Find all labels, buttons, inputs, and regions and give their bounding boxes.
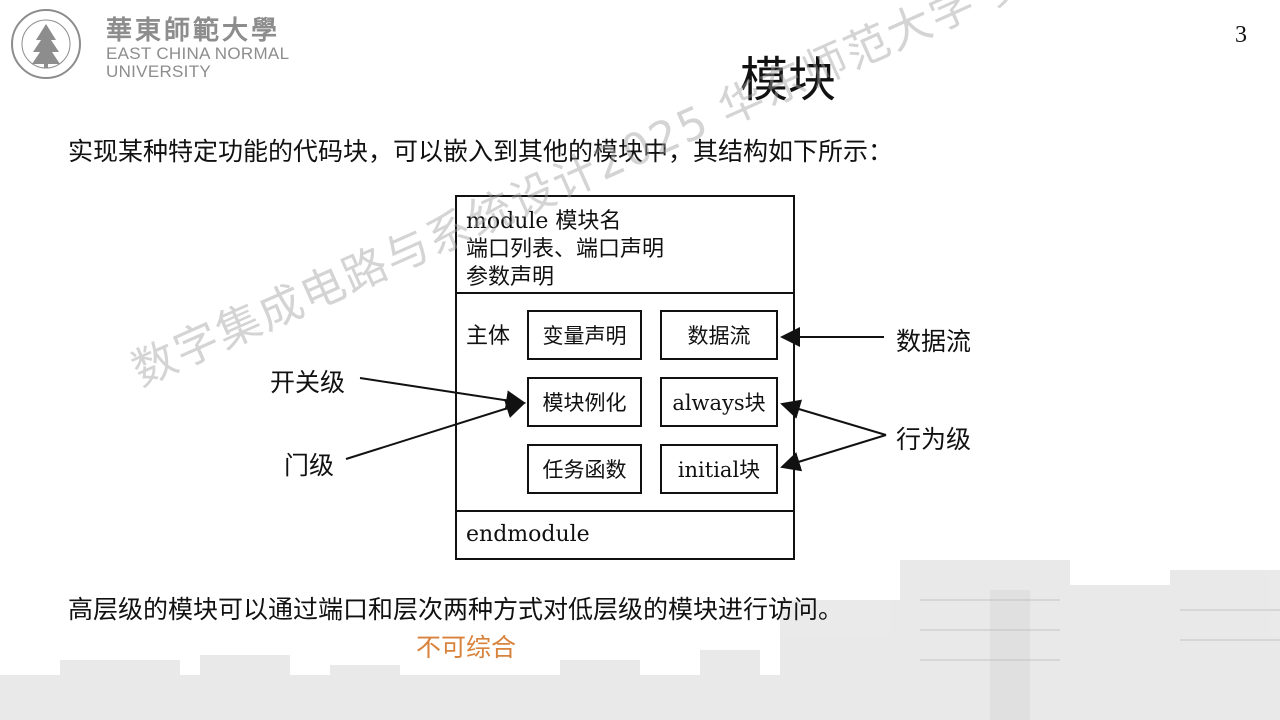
logo-english-line2: UNIVERSITY (106, 62, 212, 81)
summary-text: 高层级的模块可以通过端口和层次两种方式对低层级的模块进行访问。 (68, 595, 844, 624)
slide-title: 模块 (739, 52, 836, 108)
cell-task-function: 任务函数 (527, 444, 642, 494)
label-switch-level: 开关级 (270, 368, 346, 397)
cell-initial-block: initial块 (660, 444, 778, 494)
cell-variable-declaration: 变量声明 (527, 310, 642, 360)
footer-divider (455, 510, 795, 512)
body-label: 主体 (466, 324, 511, 349)
label-dataflow: 数据流 (896, 327, 972, 356)
cell-module-instantiation: 模块例化 (527, 377, 642, 427)
page-number: 3 (1235, 22, 1247, 48)
cell-dataflow: 数据流 (660, 310, 778, 360)
not-synthesizable-note: 不可综合 (416, 633, 517, 662)
endmodule-line: endmodule (466, 522, 590, 547)
label-gate-level: 门级 (284, 451, 335, 480)
logo-english-line1: EAST CHINA NORMAL (106, 44, 290, 63)
port-declaration-line: 端口列表、端口声明 (466, 237, 665, 262)
header-divider (455, 292, 795, 294)
cell-always-block: always块 (660, 377, 778, 427)
label-behavioral-level: 行为级 (896, 425, 972, 454)
intro-text: 实现某种特定功能的代码块，可以嵌入到其他的模块中，其结构如下所示： (68, 137, 894, 166)
university-logo: 華東師範大學 EAST CHINA NORMAL UNIVERSITY (8, 6, 298, 84)
ecnu-emblem-icon (11, 9, 81, 79)
module-declaration-line: module 模块名 (466, 209, 622, 234)
logo-chinese-name: 華東師範大學 (106, 16, 281, 46)
parameter-declaration-line: 参数声明 (466, 265, 555, 290)
